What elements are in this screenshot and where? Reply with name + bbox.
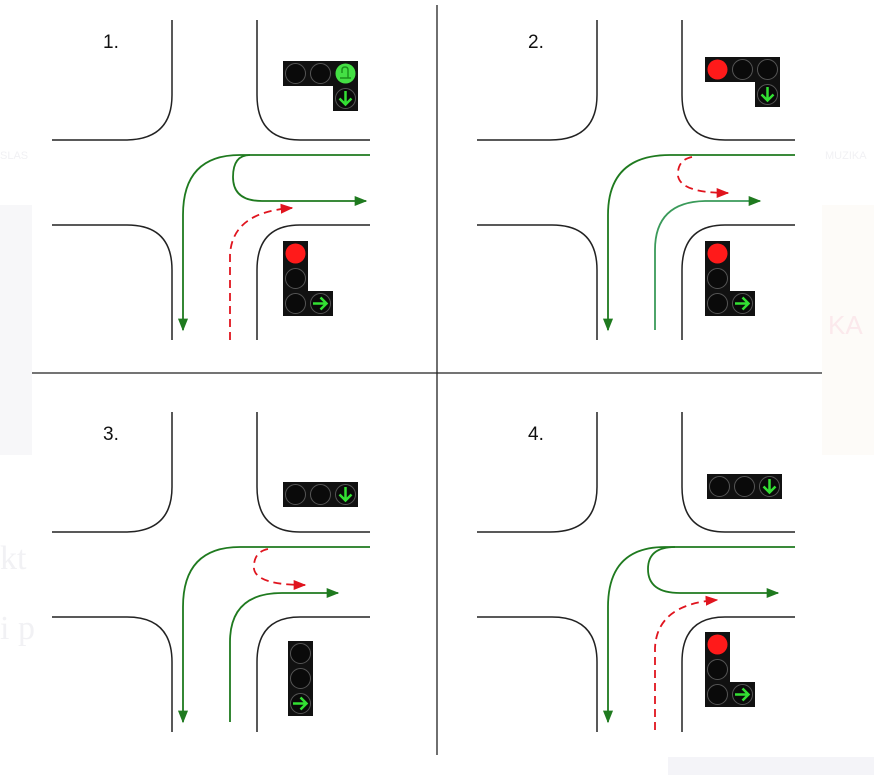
red-path-right-turn — [654, 595, 719, 730]
arrow-right-green-icon — [286, 689, 315, 718]
traffic-light-bottom — [286, 640, 315, 718]
background-panel — [0, 205, 32, 455]
panel-2: 2. — [476, 19, 796, 341]
green-path-right-turn — [229, 587, 340, 722]
u-turn-green-icon — [332, 60, 359, 87]
panel-4: 4. — [476, 411, 796, 733]
arrow-down-green-icon — [755, 472, 784, 501]
traffic-light-bottom — [704, 632, 757, 709]
traffic-light-top — [705, 56, 782, 109]
red-path-right-turn — [229, 203, 294, 340]
road-intersection — [51, 411, 371, 733]
background-banner-text: KA — [828, 310, 863, 340]
green-path-right-turn — [654, 195, 762, 330]
red-path-u-turn — [677, 156, 730, 199]
background-text: kt — [0, 540, 27, 577]
traffic-light-top — [282, 480, 360, 509]
panel-label: 1. — [103, 32, 119, 53]
green-path-u-turn — [232, 154, 368, 207]
background-text: i p — [0, 610, 35, 647]
arrow-right-green-icon — [728, 289, 757, 318]
panel-label: 3. — [103, 424, 119, 445]
green-path-left-turn — [177, 154, 370, 332]
green-path-left-turn — [177, 546, 370, 724]
arrow-down-green-icon — [753, 80, 782, 109]
background-nav-text: SLAS — [0, 150, 29, 162]
arrow-down-green-icon — [331, 480, 360, 509]
panel-3: 3. — [51, 411, 371, 733]
arrow-right-green-icon — [306, 289, 335, 318]
traffic-light-bottom — [704, 241, 757, 318]
background-nav-text: MUZIKA — [825, 150, 867, 162]
panel-label: 2. — [528, 32, 544, 53]
background-footer — [668, 757, 874, 775]
background-panel — [822, 205, 874, 455]
arrow-down-green-icon — [331, 84, 360, 113]
traffic-light-bottom — [282, 241, 335, 318]
arrow-right-green-icon — [728, 680, 757, 709]
green-path-u-turn — [647, 546, 780, 599]
green-path-left-turn — [602, 154, 795, 332]
panel-label: 4. — [528, 424, 544, 445]
green-path-left-turn — [602, 546, 795, 724]
traffic-light-top — [706, 472, 784, 501]
panel-1: 1. — [51, 19, 371, 341]
traffic-light-top — [282, 60, 360, 113]
red-path-u-turn — [253, 548, 307, 591]
